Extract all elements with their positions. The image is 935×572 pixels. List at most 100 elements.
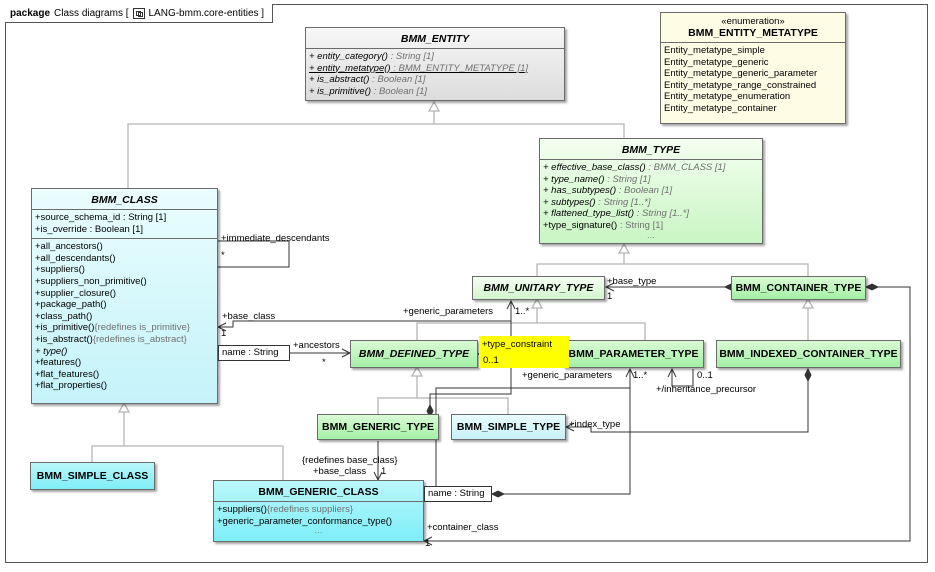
role-label: +generic_parameters xyxy=(522,370,613,381)
multiplicity-label: 0..1 xyxy=(483,355,499,366)
class-name: BMM_UNITARY_TYPE xyxy=(483,282,594,294)
operation: + flattened_type_list() : String [1..*] xyxy=(543,208,690,220)
frame-title-tab: package Class diagrams [ LANG-bmm.core-e… xyxy=(5,4,274,23)
operation: + effective_base_class() : BMM_CLASS [1] xyxy=(543,162,726,173)
class-bmm-generic-class[interactable]: BMM_GENERIC_CLASS +suppliers(){redefines… xyxy=(213,480,424,542)
class-name: BMM_ENTITY xyxy=(306,28,564,49)
enum-literal: Entity_metatype_simple xyxy=(664,45,765,56)
operation: +all_descendants() xyxy=(35,252,116,264)
stereotype: «enumeration» xyxy=(721,16,785,27)
operation: +generic_parameter_conformance_type() xyxy=(217,515,393,527)
role-label: +base_class xyxy=(313,466,367,477)
operations: + effective_base_class() : BMM_CLASS [1]… xyxy=(540,160,762,243)
role-label: +/inheritance_precursor xyxy=(656,384,757,395)
enum-bmm-entity-metatype[interactable]: «enumeration» BMM_ENTITY_METATYPE Entity… xyxy=(660,12,846,124)
class-name: BMM_CLASS xyxy=(32,189,217,210)
class-name: BMM_SIMPLE_TYPE xyxy=(456,421,561,433)
role-label: +index_type xyxy=(569,419,621,430)
class-bmm-defined-type[interactable]: BMM_DEFINED_TYPE xyxy=(350,340,478,368)
operation: + entity_category() : String [1] xyxy=(309,51,434,62)
class-bmm-type[interactable]: BMM_TYPE + effective_base_class() : BMM_… xyxy=(539,138,763,244)
role-label: +container_class xyxy=(427,522,499,533)
class-name: BMM_TYPE xyxy=(540,139,762,160)
class-bmm-unitary-type[interactable]: BMM_UNITARY_TYPE xyxy=(472,276,605,300)
frame-title: Class diagrams [ xyxy=(54,7,129,19)
class-name: BMM_PARAMETER_TYPE xyxy=(568,348,699,360)
role-label: +type_constraint xyxy=(482,339,552,350)
attribute: +is_override : Boolean [1] xyxy=(35,223,143,235)
multiplicity-label: * xyxy=(322,357,326,368)
role-label: +immediate_descendants xyxy=(221,233,330,244)
multiplicity-label: * xyxy=(221,250,225,261)
class-bmm-container-type[interactable]: BMM_CONTAINER_TYPE xyxy=(731,276,866,300)
diagram-frame xyxy=(5,4,928,563)
role-label: +base_class xyxy=(222,311,276,322)
operation: + type_name() : String [1] xyxy=(543,173,651,185)
operation: +suppliers(){redefines suppliers} xyxy=(217,504,353,515)
class-bmm-indexed-container-type[interactable]: BMM_INDEXED_CONTAINER_TYPE xyxy=(716,340,901,368)
enum-literals: Entity_metatype_simple Entity_metatype_g… xyxy=(661,43,845,118)
enum-literal: Entity_metatype_generic xyxy=(664,56,769,68)
more-indicator: ... xyxy=(314,525,323,537)
multiplicity-label: 1 xyxy=(221,328,227,339)
package-diagram-icon xyxy=(132,7,145,19)
highlight-type-constraint xyxy=(479,336,569,368)
operation: + type() xyxy=(35,345,68,357)
enum-name: BMM_ENTITY_METATYPE xyxy=(661,27,845,43)
operation: +flat_properties() xyxy=(35,380,108,392)
operation: +features() xyxy=(35,357,82,369)
role-label: +ancestors xyxy=(293,340,340,351)
operation: +type_signature() : String [1] xyxy=(543,219,664,231)
class-name: BMM_GENERIC_TYPE xyxy=(321,421,435,433)
operation: +is_abstract(){redefines is_abstract} xyxy=(35,333,187,345)
class-name: BMM_SIMPLE_CLASS xyxy=(36,470,149,482)
multiplicity-label: 1..* xyxy=(515,306,530,317)
operations: +suppliers(){redefines suppliers} +gener… xyxy=(214,502,423,538)
operations: + entity_category() : String [1] + entit… xyxy=(306,49,564,100)
class-bmm-entity[interactable]: BMM_ENTITY + entity_category() : String … xyxy=(305,27,565,101)
class-bmm-generic-type[interactable]: BMM_GENERIC_TYPE xyxy=(317,414,439,440)
qualifier-name: name : String xyxy=(218,345,290,361)
operation: +suppliers_non_primitive() xyxy=(35,275,147,287)
constraint-label: {redefines base_class} xyxy=(302,455,398,466)
multiplicity-label: 1 xyxy=(381,466,387,477)
operation: +suppliers() xyxy=(35,264,85,276)
qualifier-name: name : String xyxy=(424,486,492,502)
class-bmm-parameter-type[interactable]: BMM_PARAMETER_TYPE xyxy=(563,340,704,368)
operation: + subtypes() : String [1..*] xyxy=(543,196,651,208)
operation: +flat_features() xyxy=(35,368,100,380)
class-name: BMM_INDEXED_CONTAINER_TYPE xyxy=(719,348,898,360)
frame-package-name: LANG-bmm.core-entities ] xyxy=(148,7,265,19)
operation: +class_path() xyxy=(35,310,93,322)
enum-literal: Entity_metatype_container xyxy=(664,102,777,114)
enum-literal: Entity_metatype_generic_parameter xyxy=(664,68,818,80)
more-indicator: ... xyxy=(647,229,655,241)
class-bmm-class[interactable]: BMM_CLASS +source_schema_id : String [1]… xyxy=(31,188,218,404)
class-name: BMM_CONTAINER_TYPE xyxy=(735,282,862,294)
operation: +is_primitive(){redefines is_primitive} xyxy=(35,322,190,334)
operations: +all_ancestors() +all_descendants() +sup… xyxy=(32,239,217,395)
multiplicity-label: 1..* xyxy=(633,370,648,381)
enum-literal: Entity_metatype_enumeration xyxy=(664,91,791,103)
operation: +all_ancestors() xyxy=(35,241,103,253)
class-name: BMM_DEFINED_TYPE xyxy=(358,348,470,360)
operation: + is_primitive() : Boolean [1] xyxy=(309,85,428,97)
class-name: BMM_GENERIC_CLASS xyxy=(214,481,423,502)
operation: + entity_metatype() : BMM_ENTITY_METATYP… xyxy=(309,62,529,74)
enum-literal: Entity_metatype_range_constrained xyxy=(664,79,817,91)
role-label: +generic_parameters xyxy=(403,306,494,317)
operation: + has_subtypes() : Boolean [1] xyxy=(543,185,673,197)
attribute: +source_schema_id : String [1] xyxy=(35,212,167,223)
operation: +supplier_closure() xyxy=(35,287,117,299)
class-bmm-simple-type[interactable]: BMM_SIMPLE_TYPE xyxy=(451,414,566,440)
attributes: +source_schema_id : String [1] +is_overr… xyxy=(32,210,217,240)
operation: + is_abstract() : Boolean [1] xyxy=(309,74,426,86)
class-bmm-simple-class[interactable]: BMM_SIMPLE_CLASS xyxy=(30,462,155,490)
multiplicity-label: 1 xyxy=(607,291,613,302)
multiplicity-label: 0..1 xyxy=(697,370,713,381)
operation: +package_path() xyxy=(35,299,107,311)
multiplicity-label: 1 xyxy=(425,538,431,549)
role-label: +base_type xyxy=(607,276,657,287)
frame-keyword: package xyxy=(10,7,51,19)
